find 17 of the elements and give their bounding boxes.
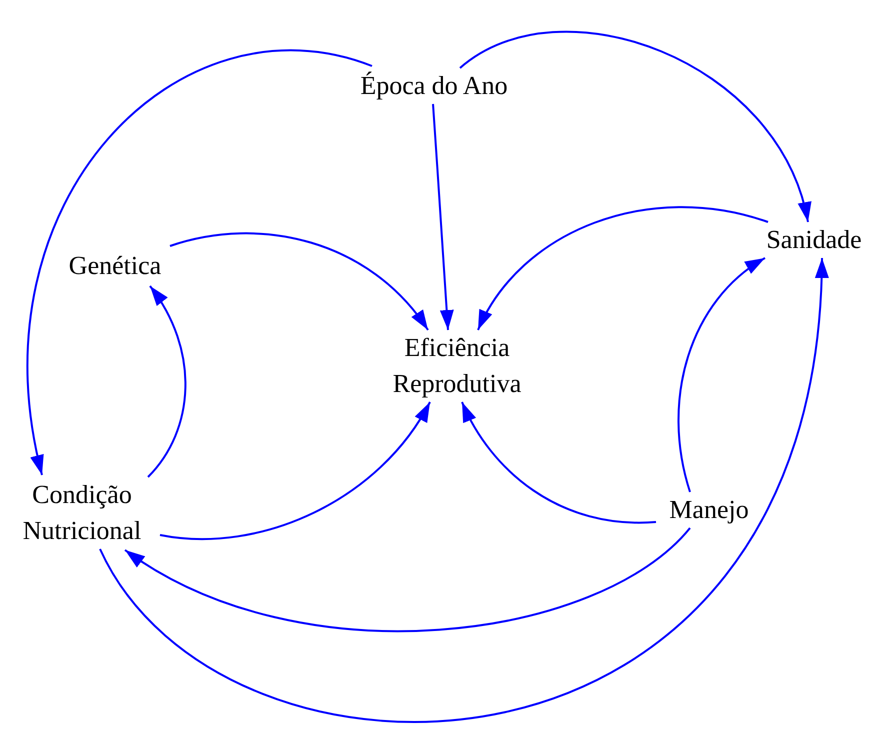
- node-label: Condição Nutricional: [22, 479, 142, 547]
- arrow: [160, 402, 431, 540]
- arrow: [459, 31, 810, 222]
- arrow: [477, 206, 768, 330]
- arrow: [432, 104, 454, 330]
- arrow: [461, 402, 656, 524]
- node-label: Manejo: [669, 494, 749, 526]
- node-label: Época do Ano: [360, 70, 508, 102]
- arrow: [678, 257, 766, 492]
- node-label: Sanidade: [766, 224, 862, 256]
- node-label: Eficiência Reprodutiva: [392, 332, 522, 400]
- arrow: [99, 258, 828, 723]
- node-label: Genética: [68, 250, 162, 282]
- arrow: [170, 232, 429, 331]
- arrow: [124, 527, 691, 632]
- arrow: [147, 285, 186, 478]
- arrow: [27, 50, 372, 476]
